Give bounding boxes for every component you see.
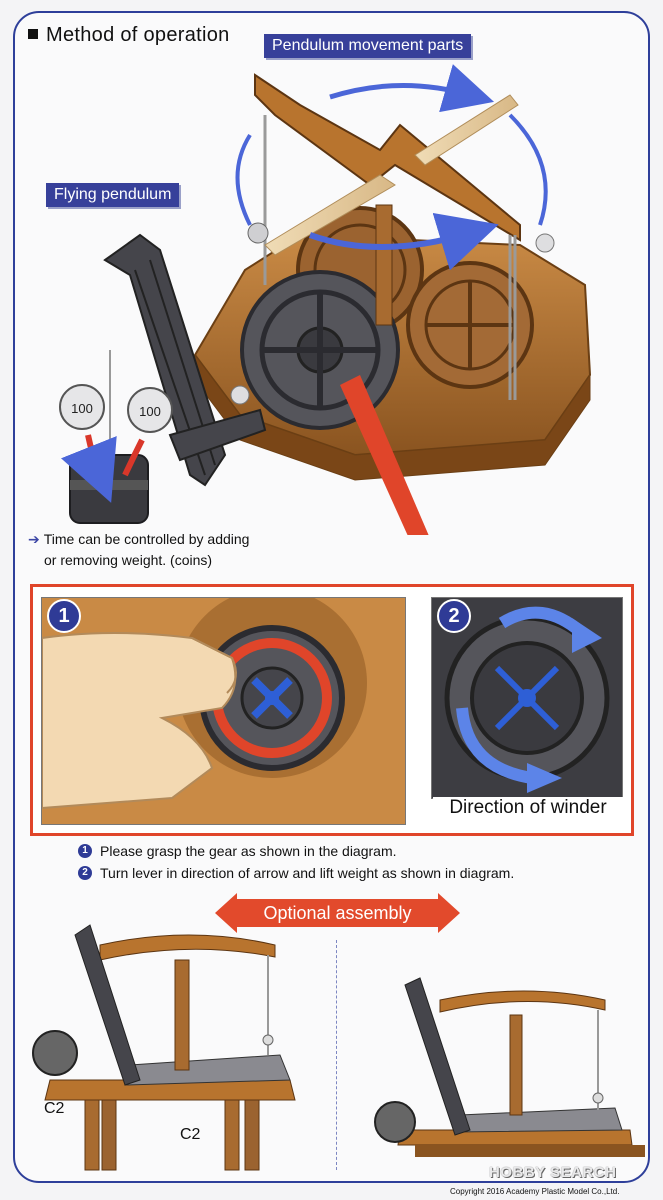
winder-direction-photo (431, 597, 623, 799)
weight-note: ➔Time can be controlled by adding or rem… (28, 531, 250, 568)
flying-pendulum-label: Flying pendulum (46, 183, 180, 207)
section-heading: Method of operation (28, 24, 230, 47)
step-1-badge: 1 (47, 599, 81, 633)
winder-caption: Direction of winder (433, 797, 623, 819)
optional-assembly-banner: Optional assembly (215, 893, 460, 933)
detail-panel: 1 2 Direction of winder (30, 584, 634, 836)
detail-pointer (340, 375, 429, 535)
pendulum-ball (247, 222, 269, 244)
part-label-c2: C2 (44, 1100, 65, 1117)
clock-illustration: 100 100 (59, 64, 592, 535)
grasp-gear-photo (41, 597, 406, 825)
arrow-right-icon: ➔ (28, 531, 40, 547)
optional-assembly-left (32, 924, 296, 1171)
step-2-badge: 2 (437, 599, 471, 633)
part-label-c2: C2 (180, 1126, 201, 1143)
hobby-search-watermark: HOBBY SEARCH (489, 1164, 617, 1181)
dashed-divider (336, 940, 337, 1170)
pendulum-crossbar (254, 73, 521, 242)
pendulum-parts-label: Pendulum movement parts (264, 34, 472, 58)
optional-assembly-right (374, 977, 645, 1157)
copyright-text: Copyright 2016 Academy Plastic Model Co.… (450, 1187, 620, 1196)
square-bullet-icon (28, 29, 38, 39)
flying-pendulum-arm (264, 174, 396, 256)
rotation-arrow (329, 64, 495, 113)
coin (59, 384, 105, 430)
coin (127, 387, 173, 433)
svg-text:100: 100 (139, 404, 161, 419)
svg-text:100: 100 (71, 401, 93, 416)
